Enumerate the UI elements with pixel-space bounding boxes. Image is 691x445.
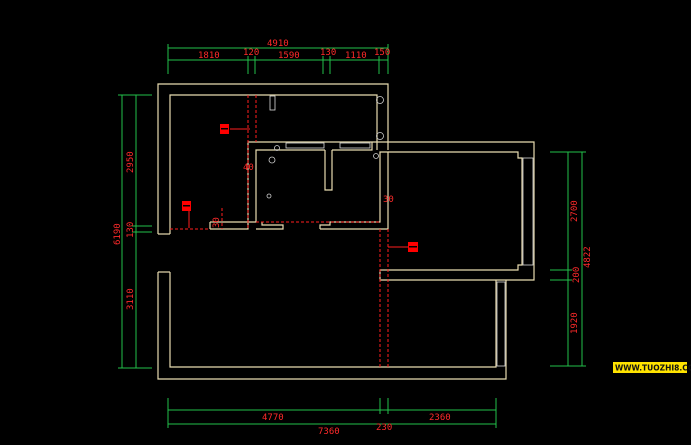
wall-core-bottom-right xyxy=(319,151,389,230)
window-core-2 xyxy=(339,142,371,149)
dim-top-5: 1110 xyxy=(345,51,367,61)
dim-bottom-1: 4770 xyxy=(262,413,284,423)
dim-top-1: 1810 xyxy=(198,51,220,61)
window-right xyxy=(522,157,534,266)
wall-inner-right-room xyxy=(388,151,523,271)
fixture-circle-2 xyxy=(376,132,384,140)
dim-right-total: 4822 xyxy=(583,246,593,268)
note-30b: 30 xyxy=(383,195,394,205)
wall-outer-top-left xyxy=(157,83,389,234)
wall-core-bottom xyxy=(256,222,284,230)
dimension-right: 2700 4822 200 1920 xyxy=(550,151,593,367)
wall-partition-stub xyxy=(324,150,333,191)
windows xyxy=(269,95,534,367)
dim-top-3: 1590 xyxy=(278,51,300,61)
window-bottom-right xyxy=(496,281,506,367)
section-markers xyxy=(182,124,418,252)
watermark-text: WWW.TUOZHI8.COM xyxy=(615,364,691,373)
fixture-circle-1 xyxy=(376,96,384,104)
dimension-left: 6190 2950 130 3110 xyxy=(113,94,152,369)
window-core-1 xyxy=(285,142,325,149)
dim-top-4: 130 xyxy=(320,48,336,58)
wall-inner-bottom xyxy=(169,272,497,368)
fixture-circle-4 xyxy=(274,145,280,151)
wall-core-top2 xyxy=(332,142,373,151)
dim-right-2: 200 xyxy=(572,267,582,283)
dim-right-1: 2700 xyxy=(570,200,580,222)
wall-core-inner xyxy=(222,149,282,223)
window-top xyxy=(269,95,276,111)
wall-outer-bottom xyxy=(157,272,507,380)
wall-inner-top-left xyxy=(169,94,378,234)
watermark-badge xyxy=(613,362,687,373)
dim-top-6: 150 xyxy=(374,48,390,58)
note-30a: 30 xyxy=(212,217,222,228)
dim-bottom-2: 230 xyxy=(376,423,392,433)
fixture-circle-6 xyxy=(266,193,272,199)
dim-bottom-total: 7360 xyxy=(318,427,340,437)
fixtures xyxy=(266,96,384,199)
dim-left-1: 2950 xyxy=(126,151,136,173)
annotation-lines xyxy=(170,95,408,367)
annotation-notes: 40 30 30 xyxy=(212,163,394,228)
dim-left-total: 6190 xyxy=(113,223,123,245)
dim-bottom-3: 2360 xyxy=(429,413,451,423)
dim-top-2: 120 xyxy=(243,48,259,58)
dimension-bottom: 4770 2360 7360 230 xyxy=(167,398,497,437)
dim-left-3: 3110 xyxy=(126,288,136,310)
dim-left-2: 130 xyxy=(126,222,136,238)
note-40: 40 xyxy=(243,163,254,173)
dimension-top: 4910 1810 120 1590 130 1110 150 xyxy=(167,39,390,74)
dim-top-total: 4910 xyxy=(267,39,289,49)
fixture-circle-5 xyxy=(373,153,379,159)
fixture-circle-3 xyxy=(268,156,276,164)
watermark: WWW.TUOZHI8.COM xyxy=(613,362,691,373)
dim-right-3: 1920 xyxy=(570,312,580,334)
